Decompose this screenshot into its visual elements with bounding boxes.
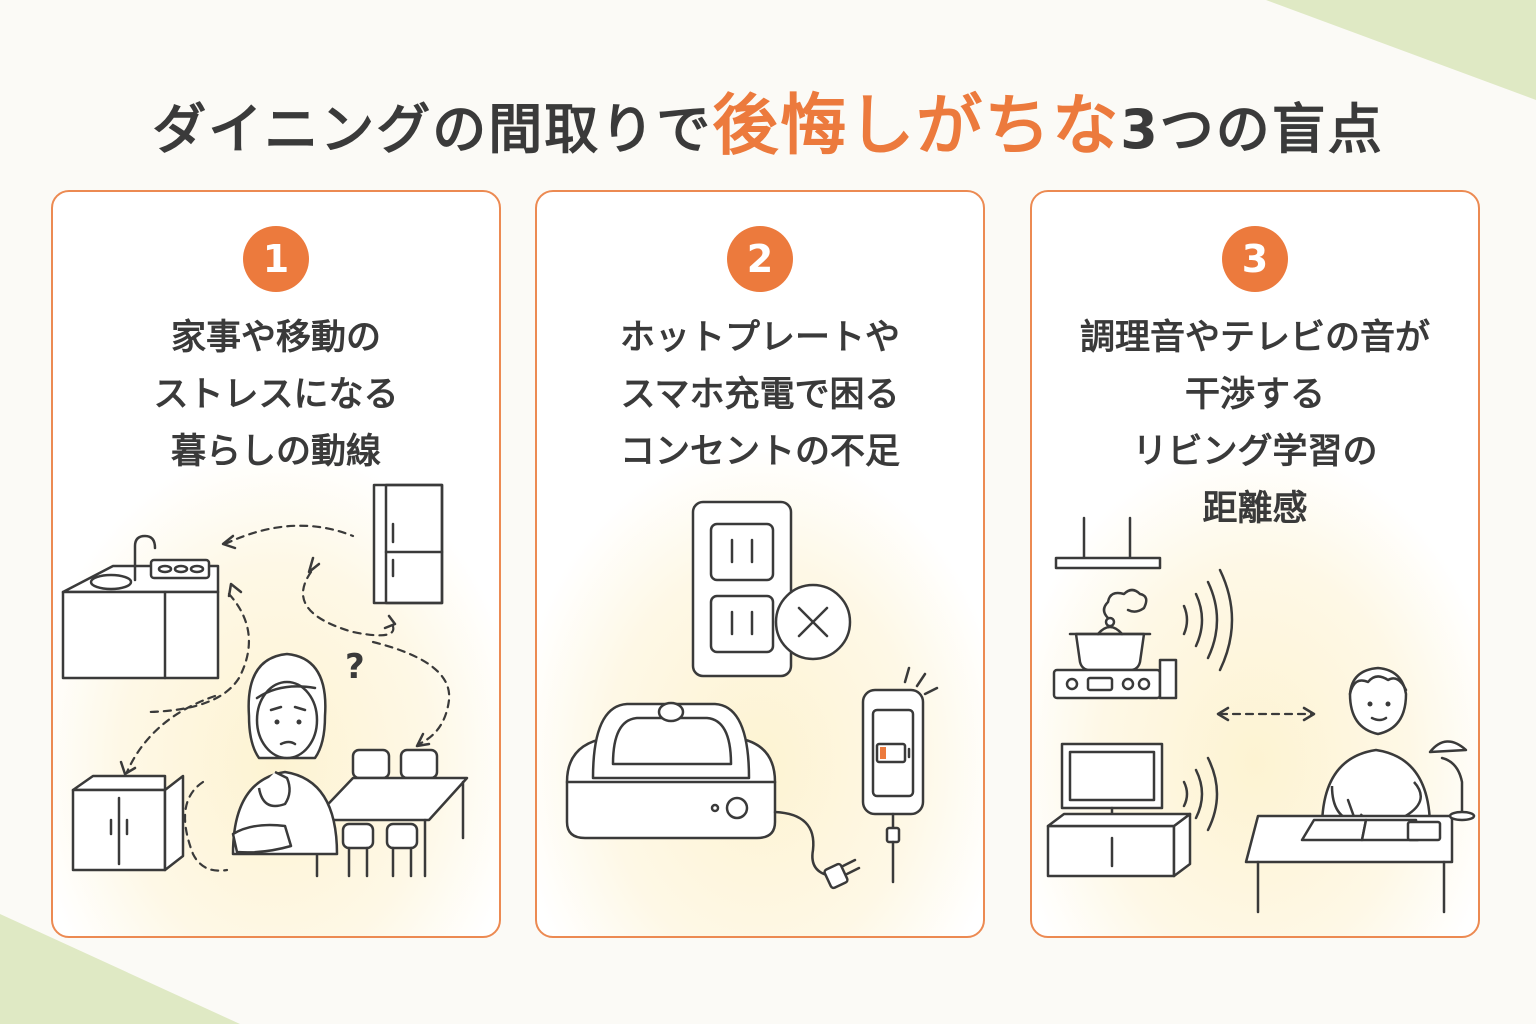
- card-heading: 家事や移動の ストレスになる 暮らしの動線: [63, 310, 489, 481]
- question-mark: ?: [345, 647, 365, 687]
- television-icon: [1046, 742, 1192, 878]
- circulation-arrows-icon: [119, 524, 451, 872]
- heading-line: 暮らしの動線: [170, 432, 381, 472]
- smartphone-low-battery-icon: [861, 666, 939, 884]
- heading-line: リビング学習の: [1132, 432, 1378, 472]
- studying-child-icon: [1244, 666, 1476, 914]
- card-study-distance: 3 調理音やテレビの音が 干渉する リビング学習の 距離感: [1030, 190, 1480, 938]
- card-heading: ホットプレートや スマホ充電で困る コンセントの不足: [547, 310, 973, 481]
- stove-pot-icon: [1052, 616, 1178, 700]
- heading-line: ストレスになる: [153, 375, 399, 415]
- heading-line: 距離感: [1202, 489, 1308, 529]
- corner-decoration-top-right: [1266, 0, 1536, 100]
- number-badge: 3: [1222, 226, 1288, 292]
- heading-line: ホットプレートや: [619, 318, 900, 358]
- sound-waves-icon: [1182, 568, 1234, 672]
- circulation-illustration: ?: [61, 483, 469, 878]
- distance-arrow-icon: [1216, 706, 1316, 722]
- heading-line: コンセントの不足: [619, 432, 900, 472]
- title-part1: ダイニングの間取りで: [152, 98, 713, 161]
- cabinet-icon: [71, 774, 185, 872]
- heading-line: スマホ充電で困る: [620, 375, 900, 415]
- heading-line: 調理音やテレビの音が: [1079, 318, 1430, 358]
- worried-woman-icon: [231, 652, 339, 856]
- wall-outlet-icon: [691, 500, 793, 678]
- heading-line: 干渉する: [1184, 375, 1325, 415]
- page-title: ダイニングの間取りで後悔しがちな3つの盲点: [0, 72, 1536, 168]
- range-hood-icon: [1054, 516, 1162, 570]
- outlet-illustration: [565, 500, 939, 890]
- dining-table-icon: [311, 748, 469, 878]
- hot-plate-icon: [565, 701, 861, 890]
- number-badge: 1: [243, 226, 309, 292]
- title-accent: 後悔しがちな: [712, 87, 1121, 164]
- card-circulation: 1 家事や移動の ストレスになる 暮らしの動線: [51, 190, 501, 938]
- sound-waves-icon: [1182, 756, 1219, 832]
- heading-line: 家事や移動の: [170, 318, 381, 358]
- card-heading: 調理音やテレビの音が 干渉する リビング学習の 距離感: [1042, 310, 1468, 538]
- card-outlets: 2 ホットプレートや スマホ充電で困る コンセントの不足: [535, 190, 985, 938]
- number-badge: 2: [727, 226, 793, 292]
- refrigerator-icon: [372, 483, 444, 605]
- study-distance-illustration: [1046, 516, 1476, 914]
- not-allowed-icon: [774, 583, 852, 661]
- steam-icon: [1102, 588, 1148, 620]
- title-part2: 3つの盲点: [1120, 98, 1384, 161]
- kitchen-counter-icon: [61, 534, 220, 680]
